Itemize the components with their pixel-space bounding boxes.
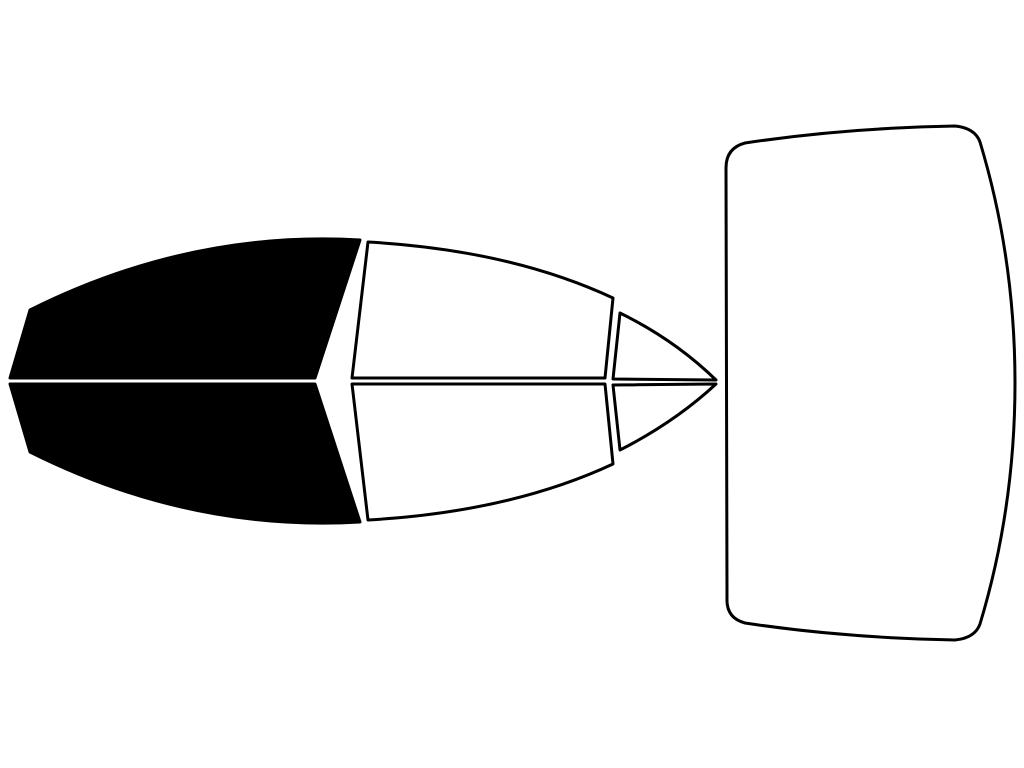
quarter-window-upper: [611, 311, 718, 382]
front-door-window-lower: [8, 382, 362, 525]
rear-door-window-lower: [350, 382, 615, 522]
quarter-window-lower: [611, 382, 718, 452]
rear-windshield: [724, 124, 1017, 642]
rear-door-window-upper: [350, 240, 615, 380]
front-door-window-upper: [8, 237, 362, 380]
